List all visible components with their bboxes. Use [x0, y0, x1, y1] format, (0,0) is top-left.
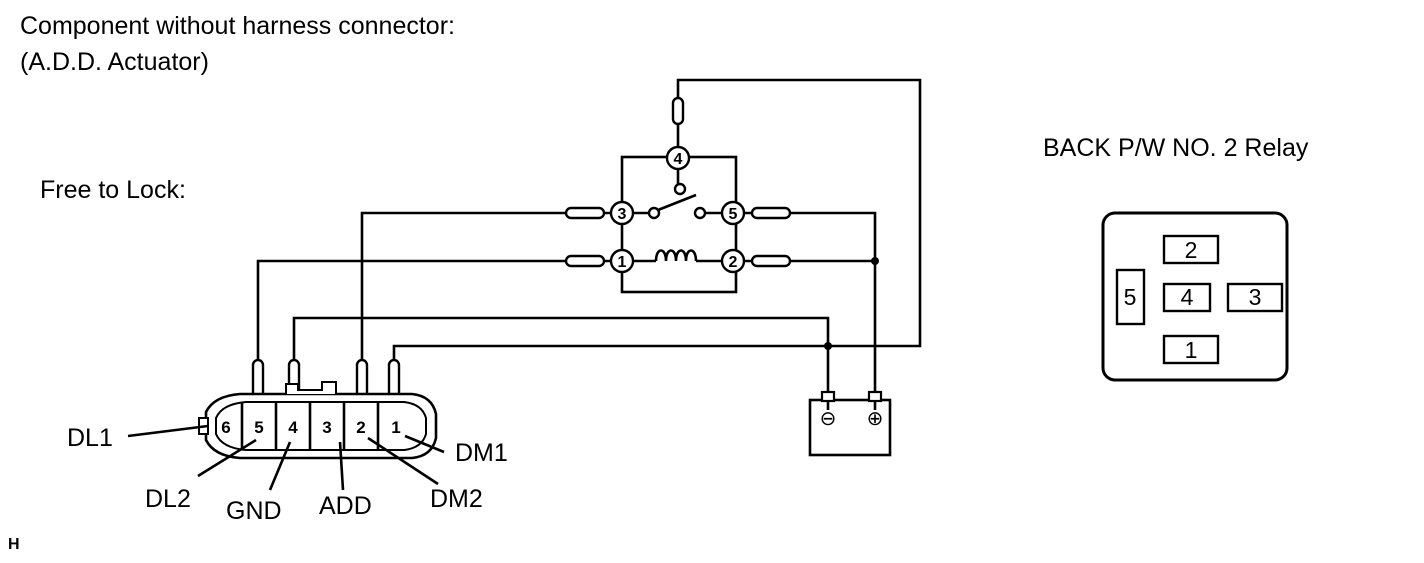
relay-schematic: 4 3 1 5 2 [609, 145, 746, 294]
switch-contact-icon [673, 182, 687, 196]
relay-connector-pin-4: 4 [1181, 284, 1194, 310]
leader-line-dl2 [197, 438, 257, 478]
wire-relay5-to-battery-positive [744, 211, 877, 410]
actuator-pin-2: 2 [356, 418, 365, 437]
wire-relay1-to-pin5 [256, 259, 612, 372]
battery-post-negative [820, 390, 836, 403]
title-line-1: Component without harness connector: [20, 12, 455, 40]
actuator-pin-1: 1 [391, 418, 400, 437]
connector-inner-outline [215, 401, 427, 451]
actuator-pin-4: 4 [288, 418, 298, 437]
probe-lead [750, 254, 792, 268]
probe-lead [564, 206, 606, 220]
junction-dot [871, 257, 879, 265]
battery-negative-icon: ⊖ [820, 408, 837, 430]
junction-dot [824, 342, 832, 350]
relay-connector-slot-4 [1162, 282, 1212, 313]
actuator-pin-5: 5 [254, 418, 263, 437]
relay-terminal-label: 4 [674, 151, 683, 168]
leader-line-dm1 [404, 434, 445, 454]
probe-leads [251, 96, 792, 402]
leader-line-gnd [268, 441, 292, 491]
relay-connector-slot-5 [1115, 268, 1146, 326]
relay-terminal-4: 4 [665, 145, 691, 171]
actuator-pin-3: 3 [322, 418, 331, 437]
label-dm1: DM1 [455, 439, 508, 467]
wire-relay3-to-pin2 [360, 211, 612, 372]
relay-terminal-2: 2 [720, 248, 746, 274]
label-gnd: GND [226, 497, 282, 525]
label-add: ADD [319, 492, 372, 520]
relay-terminal-5: 5 [720, 200, 746, 226]
relay-terminal-label: 2 [729, 254, 738, 271]
pin-callouts: DL1 DL2 GND ADD DM2 DM1 [67, 424, 508, 525]
corner-mark: H [8, 536, 20, 553]
relay-terminal-3: 3 [609, 200, 635, 226]
probe-lead [750, 206, 792, 220]
relay-terminal-1: 1 [609, 248, 635, 274]
battery: ⊖ ⊕ [808, 390, 892, 457]
leader-line-dl1 [127, 424, 209, 438]
actuator-pin-6: 6 [221, 418, 230, 437]
wire-pin1-to-battery-negative [392, 344, 828, 372]
switch-blade-icon [657, 193, 697, 212]
relay-connector-pin-3: 3 [1249, 284, 1262, 310]
relay-terminal-label: 3 [618, 206, 627, 223]
relay-connector-slot-1 [1162, 334, 1220, 365]
battery-positive-icon: ⊕ [867, 408, 884, 430]
relay-terminal-label: 5 [729, 206, 738, 223]
wires [256, 78, 922, 410]
probe-lead [564, 254, 606, 268]
relay-connector-face: 2 5 4 3 1 [1101, 211, 1289, 382]
relay-terminal-label: 1 [618, 254, 627, 271]
label-dl1: DL1 [67, 424, 113, 452]
coil-icon [654, 249, 698, 262]
probe-lead [671, 96, 685, 126]
relay-connector-slot-2 [1162, 234, 1220, 265]
connector-latch [285, 381, 337, 394]
mode-label: Free to Lock: [40, 176, 186, 204]
switch-contact-icon [693, 206, 707, 220]
battery-post-positive [867, 390, 883, 403]
relay-title: BACK P/W NO. 2 Relay [1043, 134, 1309, 162]
leader-line-dm2 [367, 436, 439, 486]
relay-connector-pin-5: 5 [1124, 284, 1137, 310]
battery-body [808, 398, 892, 457]
switch-contact-icon [647, 206, 661, 220]
relay-connector-slot-3 [1226, 282, 1284, 313]
wire-pin4-to-battery-negative [292, 316, 830, 410]
title-line-2: (A.D.D. Actuator) [20, 48, 209, 76]
relay-connector-pin-2: 2 [1185, 237, 1198, 263]
relay-connector-pin-1: 1 [1185, 337, 1198, 363]
leader-line-add [338, 441, 345, 491]
actuator-connector: 6 5 4 3 2 1 [198, 381, 438, 460]
label-dm2: DM2 [430, 485, 483, 513]
label-dl2: DL2 [145, 485, 191, 513]
